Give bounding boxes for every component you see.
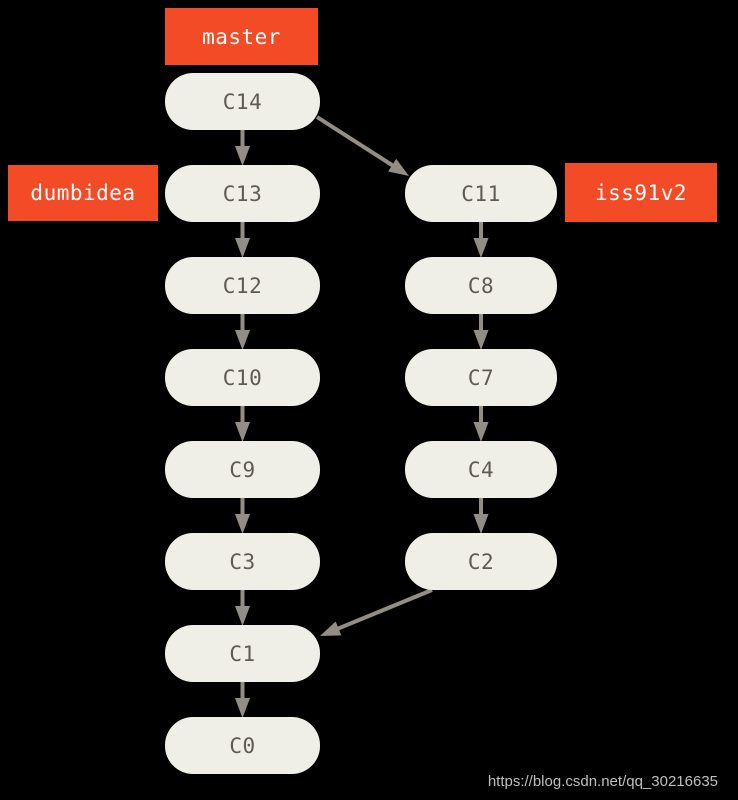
commit-node-label: C3 xyxy=(229,549,256,574)
branch-label-text: master xyxy=(202,24,281,49)
edge-c10-to-c9 xyxy=(235,406,250,442)
commit-node-label: C2 xyxy=(467,549,495,574)
edge-c1-to-c0 xyxy=(235,682,250,718)
edge-c1-to-c0-arrowhead xyxy=(235,698,250,718)
commit-node-label: C1 xyxy=(229,641,256,666)
commit-node-c7: C7 xyxy=(405,349,557,406)
commit-node-label: C9 xyxy=(229,457,256,482)
edge-c13-to-c12 xyxy=(235,222,250,258)
edge-c9-to-c3-arrowhead xyxy=(235,514,250,534)
commit-node-c9: C9 xyxy=(165,441,320,498)
commit-node-c3: C3 xyxy=(165,533,320,590)
edge-c8-to-c7-arrowhead xyxy=(473,330,489,350)
branch-label-master: master xyxy=(165,8,318,65)
commit-node-c8: C8 xyxy=(405,257,557,314)
edge-c12-to-c10 xyxy=(235,314,250,350)
commit-node-label: C11 xyxy=(461,181,501,206)
commit-node-c14: C14 xyxy=(165,73,320,130)
commit-node-c11: C11 xyxy=(405,165,557,222)
branch-label-dumbidea: dumbidea xyxy=(8,165,158,221)
edge-c3-to-c1 xyxy=(235,590,250,626)
branch-label-text: iss91v2 xyxy=(594,180,687,205)
edge-c11-to-c8 xyxy=(473,222,489,258)
edge-c11-to-c8-arrowhead xyxy=(473,238,489,258)
edge-c8-to-c7 xyxy=(473,314,489,350)
commit-node-label: C0 xyxy=(229,733,256,758)
edge-c2-to-c1-shaft xyxy=(334,588,433,632)
edge-c14-to-c13 xyxy=(235,130,250,166)
commit-node-label: C10 xyxy=(222,365,263,390)
commit-node-c12: C12 xyxy=(165,257,320,314)
edge-c14-to-c11-arrowhead xyxy=(388,158,409,176)
commit-node-c1: C1 xyxy=(165,625,320,682)
edge-c12-to-c10-arrowhead xyxy=(235,330,250,350)
edge-c2-to-c1 xyxy=(320,588,433,636)
watermark-text: https://blog.csdn.net/qq_30216635 xyxy=(487,773,718,790)
commit-node-label: C14 xyxy=(222,89,263,114)
branch-label-text: dumbidea xyxy=(30,181,136,205)
edge-c7-to-c4 xyxy=(473,406,489,442)
commit-node-label: C12 xyxy=(222,273,263,298)
branch-label-iss91v2: iss91v2 xyxy=(565,163,717,222)
edge-c4-to-c2-arrowhead xyxy=(473,514,489,534)
commit-node-c13: C13 xyxy=(165,165,320,222)
edge-c9-to-c3 xyxy=(235,498,250,534)
edge-c7-to-c4-arrowhead xyxy=(473,422,489,442)
edge-c14-to-c11-shaft xyxy=(315,115,396,169)
commit-node-label: C7 xyxy=(467,365,495,390)
edge-c3-to-c1-arrowhead xyxy=(235,606,250,626)
edge-c4-to-c2 xyxy=(473,498,489,534)
commit-node-label: C4 xyxy=(467,457,495,482)
commit-node-c0: C0 xyxy=(165,717,320,774)
commit-node-label: C13 xyxy=(222,181,263,206)
edge-c10-to-c9-arrowhead xyxy=(235,422,250,442)
commit-node-c2: C2 xyxy=(405,533,557,590)
edge-c2-to-c1-arrowhead xyxy=(320,621,342,636)
commit-node-c10: C10 xyxy=(165,349,320,406)
edge-c14-to-c13-arrowhead xyxy=(235,146,250,166)
edge-c13-to-c12-arrowhead xyxy=(235,238,250,258)
commit-node-c4: C4 xyxy=(405,441,557,498)
edge-c14-to-c11 xyxy=(315,115,409,176)
commit-node-label: C8 xyxy=(467,273,495,298)
